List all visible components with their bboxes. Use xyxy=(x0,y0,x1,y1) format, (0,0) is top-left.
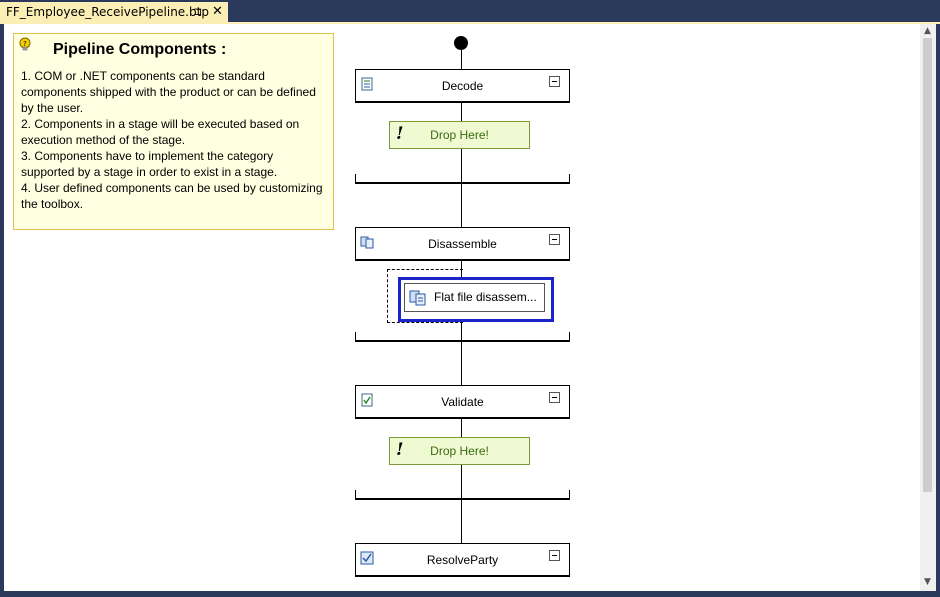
exclamation-icon: ! xyxy=(396,124,404,144)
note-item: 4. User defined components can be used b… xyxy=(21,181,323,211)
scroll-down-icon[interactable]: ▼ xyxy=(924,577,931,587)
note-item: 3. Components have to implement the cate… xyxy=(21,149,278,179)
pin-icon[interactable]: ⊐ xyxy=(193,5,203,18)
note-title: Pipeline Components : xyxy=(53,41,227,58)
scroll-up-icon[interactable]: ▲ xyxy=(924,26,931,36)
close-icon[interactable]: ✕ xyxy=(212,4,223,19)
stage-footer xyxy=(355,490,570,500)
drop-label: Drop Here! xyxy=(430,444,489,458)
tab-accent-line xyxy=(0,22,940,24)
collapse-icon[interactable] xyxy=(549,392,560,403)
selected-component-highlight[interactable]: Flat file disassem... xyxy=(398,277,554,322)
stage-resolveparty[interactable]: ResolveParty xyxy=(355,543,570,577)
disassemble-icon xyxy=(360,234,374,253)
stage-name: Validate xyxy=(441,395,484,409)
exclamation-icon: ! xyxy=(396,440,404,460)
drop-target[interactable]: ! Drop Here! xyxy=(389,437,530,465)
resolveparty-icon xyxy=(360,550,374,569)
note-item: 1. COM or .NET components can be standar… xyxy=(21,69,316,115)
pipeline-start-node xyxy=(454,36,468,50)
component-label: Flat file disassem... xyxy=(434,290,537,304)
flat-file-disassembler-component[interactable]: Flat file disassem... xyxy=(404,283,545,312)
stage-decode[interactable]: Decode xyxy=(355,69,570,103)
collapse-icon[interactable] xyxy=(549,234,560,245)
stage-footer xyxy=(355,174,570,184)
document-tab-bar: FF_Employee_ReceivePipeline.btp ⊐ ✕ xyxy=(0,0,940,22)
hint-bulb-icon: ? xyxy=(18,37,34,58)
stage-disassemble[interactable]: Disassemble xyxy=(355,227,570,261)
note-list: 1. COM or .NET components can be standar… xyxy=(21,68,326,212)
drop-label: Drop Here! xyxy=(430,128,489,142)
stage-validate[interactable]: Validate xyxy=(355,385,570,419)
connector-line xyxy=(461,50,462,69)
collapse-icon[interactable] xyxy=(549,550,560,561)
stage-footer xyxy=(355,332,570,342)
pipeline-components-note: ? Pipeline Components : 1. COM or .NET c… xyxy=(13,33,334,230)
collapse-icon[interactable] xyxy=(549,76,560,87)
vertical-scrollbar[interactable]: ▲ ▼ xyxy=(920,24,936,591)
scrollbar-thumb[interactable] xyxy=(923,38,932,492)
svg-text:?: ? xyxy=(23,40,27,48)
stage-name: ResolveParty xyxy=(426,553,499,567)
component-drop-outline xyxy=(387,269,463,323)
validate-icon xyxy=(360,392,374,411)
connector-line xyxy=(461,417,462,544)
drop-target[interactable]: ! Drop Here! xyxy=(389,121,530,149)
pipeline-designer-canvas[interactable]: ? Pipeline Components : 1. COM or .NET c… xyxy=(4,24,920,591)
stage-name: Disassemble xyxy=(428,237,497,251)
decode-icon xyxy=(360,76,374,95)
stage-name: Decode xyxy=(441,79,484,93)
note-item: 2. Components in a stage will be execute… xyxy=(21,117,300,147)
connector-line xyxy=(461,101,462,228)
tab-title: FF_Employee_ReceivePipeline.btp xyxy=(6,5,209,19)
document-tab[interactable]: FF_Employee_ReceivePipeline.btp ⊐ ✕ xyxy=(0,2,228,22)
flat-file-disassembler-icon xyxy=(409,288,427,311)
